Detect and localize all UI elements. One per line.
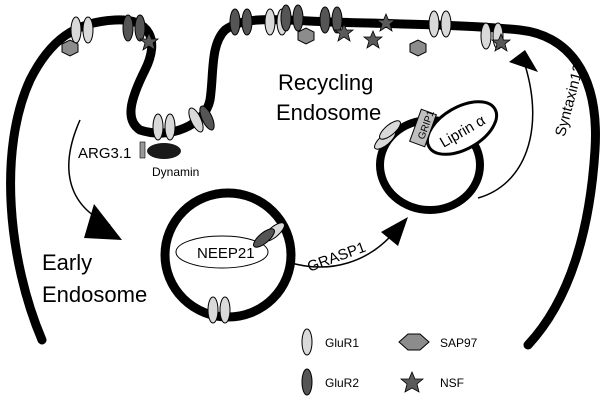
nsf-markers	[138, 12, 512, 52]
label-early-endosome: Endosome	[42, 282, 147, 307]
legend-glur2-label: GluR2	[325, 376, 359, 390]
arg31-marker	[139, 141, 146, 159]
legend-sap97-label: SAP97	[440, 336, 478, 350]
arrow-to-early-endosome	[68, 119, 111, 226]
legend-glur2-icon	[301, 368, 313, 396]
sap97-markers	[61, 27, 427, 57]
plasma-membrane	[6, 15, 600, 350]
neep21-ellipse	[175, 235, 269, 269]
legend-sap97-icon	[398, 333, 430, 351]
arrowhead-early	[84, 204, 122, 240]
label-arg31: ARG3.1	[78, 145, 131, 162]
legend: GluR1 GluR2 SAP97 NSF	[301, 328, 478, 396]
arrowhead-syntaxin13	[509, 50, 538, 72]
grip1-box	[409, 108, 437, 148]
legend-glur1-icon	[301, 328, 313, 356]
dynamin-blob	[147, 143, 181, 159]
arrow-grasp1	[287, 229, 397, 268]
label-early: Early	[42, 250, 92, 275]
label-dynamin: Dynamin	[152, 165, 199, 179]
arrow-syntaxin13	[477, 64, 534, 199]
label-neep21: NEEP21	[197, 245, 255, 262]
legend-nsf-label: NSF	[440, 376, 464, 390]
label-recycling-endosome: Endosome	[276, 100, 381, 125]
liprin-ellipse	[425, 100, 499, 156]
label-grasp1: GRASP1	[305, 239, 368, 276]
arrowhead-grasp1	[381, 217, 408, 246]
label-syntaxin13: Syntaxin13	[552, 62, 588, 138]
glur2-receptors	[122, 4, 343, 248]
label-recycling: Recycling	[278, 70, 373, 95]
legend-nsf-icon	[399, 370, 425, 393]
legend-glur1-label: GluR1	[325, 336, 359, 350]
